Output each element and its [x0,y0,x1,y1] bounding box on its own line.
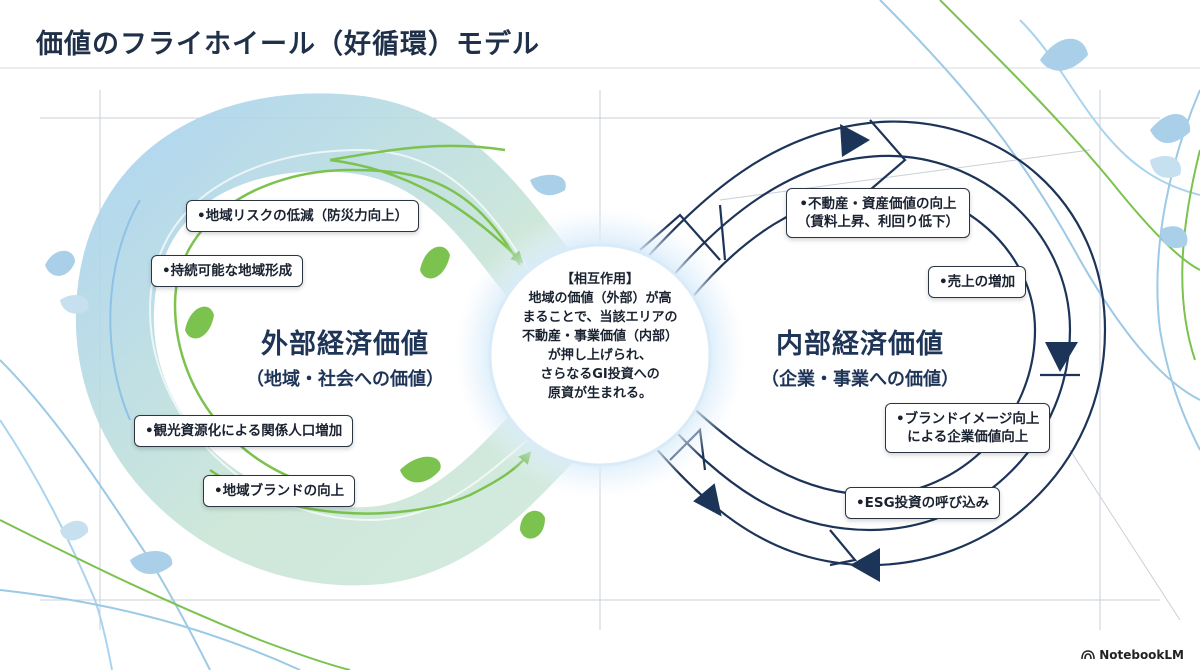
external-item-tourism: •観光資源化による関係人口増加 [134,415,354,447]
external-heading-block: 外部経済価値 （地域・社会への価値） [225,322,465,391]
interaction-line-3: まることで、当該エリアの [522,310,678,325]
brand-label: NotebookLM [1099,648,1184,662]
notebooklm-logo-icon [1081,650,1095,660]
interaction-description: 【相互作用】 地域の価値（外部）が高 まることで、当該エリアの 不動産・事業価値… [482,270,718,403]
external-subheading: （地域・社会への価値） [246,369,444,390]
interaction-line-2: 地域の価値（外部）が高 [528,291,672,306]
interaction-line-5: が押し上げられ、 [547,348,653,363]
internal-item-brand-image-line1: •ブランドイメージ向上 [896,411,1040,427]
internal-heading: 内部経済価値 [776,329,944,360]
external-item-risk-reduction: •地域リスクの低減（防災力向上） [186,200,420,232]
interaction-line-1: 【相互作用】 [560,272,639,287]
internal-item-sales-increase: •売上の増加 [928,266,1027,298]
brand-mark: NotebookLM [1081,648,1184,662]
internal-item-brand-image-line2: による企業価値向上 [907,429,1029,445]
leaf-decorations [45,38,1191,575]
internal-item-esg-investment: •ESG投資の呼び込み [845,487,1001,519]
internal-arrowheads [693,124,1078,582]
page-title: 価値のフライホイール（好循環）モデル [36,29,540,60]
internal-item-asset-value-line1: •不動産・資産価値の向上 [799,196,957,212]
center-circle [488,243,712,467]
external-item-regional-brand: •地域ブランドの向上 [203,475,356,507]
interaction-line-7: 原資が生まれる。 [547,386,652,401]
internal-heading-block: 内部経済価値 （企業・事業への価値） [740,322,980,391]
interaction-line-4: 不動産・事業価値（内部） [521,329,678,344]
external-heading: 外部経済価値 [261,329,429,360]
internal-subheading: （企業・事業への価値） [761,369,959,390]
interaction-line-6: さらなるGI投資への [540,367,660,382]
internal-item-brand-image: •ブランドイメージ向上 による企業価値向上 [885,403,1051,453]
internal-item-asset-value-line2: （賃料上昇、利回り低下） [797,214,959,230]
internal-item-asset-value: •不動産・資産価値の向上 （賃料上昇、利回り低下） [786,188,970,238]
external-item-sustainable-region: •持続可能な地域形成 [151,255,304,287]
external-loop [75,93,590,586]
